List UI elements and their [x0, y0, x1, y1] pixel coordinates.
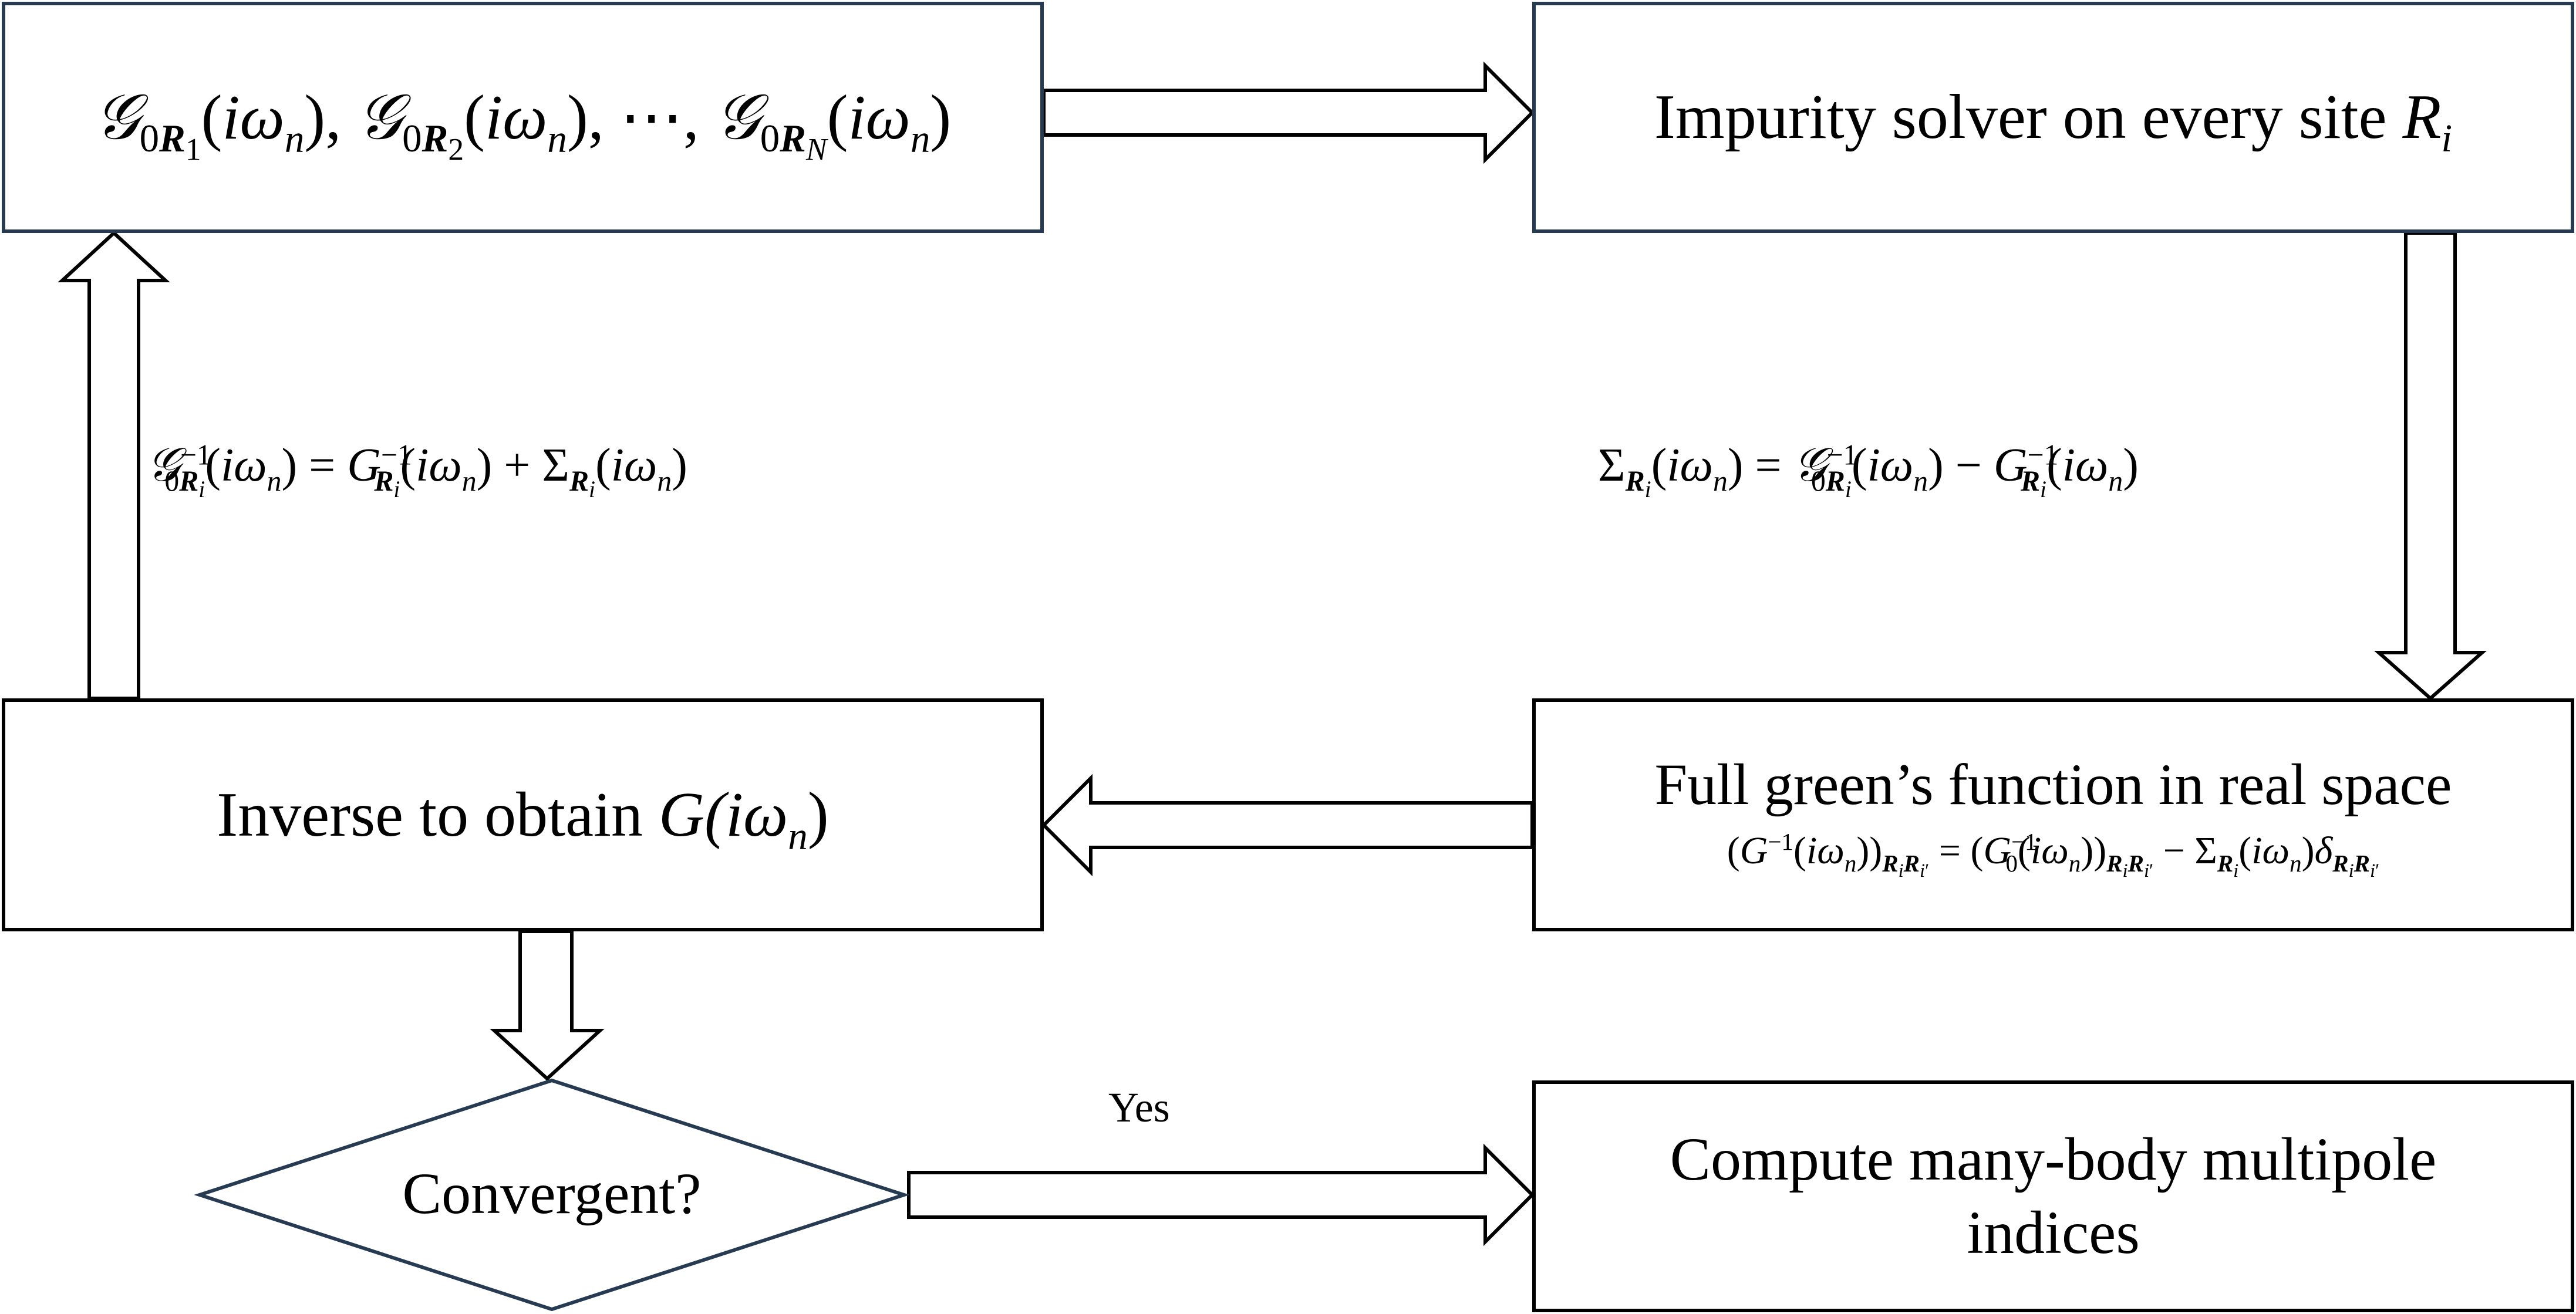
- convergent-diamond: [194, 1078, 910, 1312]
- impurity-solver-label: Impurity solver on every site: [1654, 82, 2403, 152]
- bath-green-functions-box: 𝒢0R1(iωn), 𝒢0R2(iωn), ⋯, 𝒢0RN(iωn): [2, 2, 1044, 233]
- inverse-arg-close: ): [807, 779, 829, 850]
- inverse-label: Inverse to obtain: [217, 779, 659, 850]
- inverse-text: Inverse to obtain G(iωn): [217, 779, 829, 856]
- arrow-right-down: [2374, 231, 2487, 701]
- full-green-function-title: Full green’s function in real space: [1654, 752, 2452, 817]
- site-index: i: [2441, 116, 2453, 160]
- impurity-solver-text: Impurity solver on every site Ri: [1654, 81, 2452, 158]
- inverse-box: Inverse to obtain G(iωn): [2, 698, 1044, 931]
- full-green-function-box: Full green’s function in real space (G−1…: [1532, 698, 2574, 931]
- inverse-arg: (iω: [704, 779, 788, 850]
- compute-line-2: indices: [1967, 1198, 2140, 1266]
- inverse-green-symbol: G: [659, 779, 705, 850]
- arrow-bottom-left: [1041, 773, 1534, 877]
- compute-indices-box: Compute many-body multipole indices: [1532, 1080, 2574, 1312]
- impurity-solver-box: Impurity solver on every site Ri: [1532, 2, 2574, 233]
- bath-green-functions-formula: 𝒢0R1(iωn), 𝒢0R2(iωn), ⋯, 𝒢0RN(iωn): [94, 80, 952, 167]
- arrow-top-right: [1042, 61, 1535, 164]
- arrow-to-diamond: [490, 930, 605, 1082]
- dyson-equation: (G−1(iωn))RiRi′ = (G−10(iωn))RiRi′ − ΣRi…: [1727, 829, 2380, 882]
- arrow-left-up: [58, 230, 170, 700]
- inverse-arg-index: n: [788, 814, 808, 858]
- left-update-equation: 𝒢−10Ri(iωn) = G−1Ri(iωn) + ΣRi(iωn): [147, 437, 687, 502]
- right-self-energy-equation: ΣRi(iωn) = 𝒢−10Ri(iωn) − G−1Ri(iωn): [1598, 437, 2139, 502]
- convergent-label: Convergent?: [402, 1161, 702, 1226]
- arrow-yes: [907, 1143, 1535, 1247]
- yes-label: Yes: [1108, 1084, 1170, 1131]
- site-variable: R: [2402, 82, 2442, 152]
- compute-line-1: Compute many-body multipole: [1670, 1125, 2437, 1193]
